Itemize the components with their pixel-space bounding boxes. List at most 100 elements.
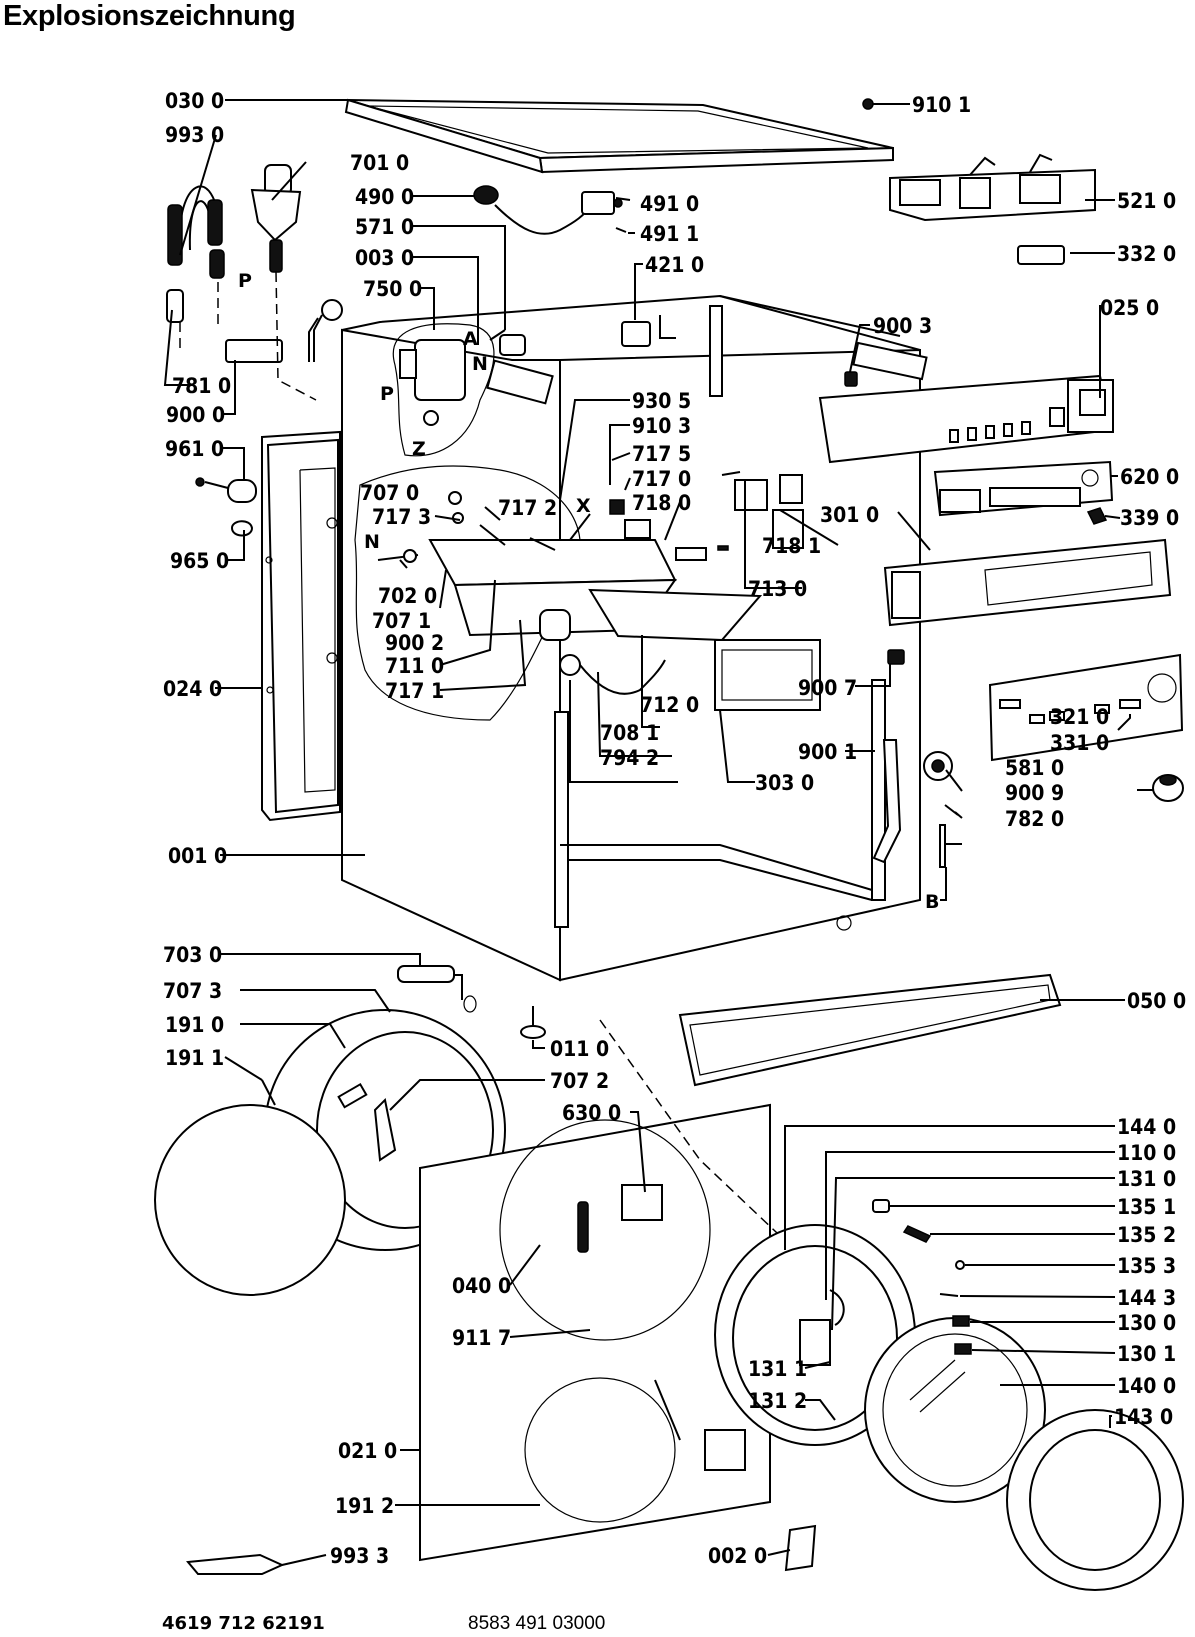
part-label-130-0: 130 0	[1117, 1311, 1176, 1335]
part-label-630-0: 630 0	[562, 1101, 621, 1125]
part-label-712-0: 712 0	[640, 693, 699, 717]
part-label-191-2: 191 2	[335, 1494, 394, 1518]
front-panel	[419, 1019, 1081, 1562]
pressure-switch	[923, 751, 959, 868]
door-ring	[714, 1224, 916, 1446]
part-label-620-0: 620 0	[1120, 465, 1179, 489]
part-label-900-0: 900 0	[166, 403, 225, 427]
part-label-961-0: 961 0	[165, 437, 224, 461]
part-label-707-0: 707 0	[360, 481, 419, 505]
part-label-144-0: 144 0	[1117, 1115, 1176, 1139]
marker-p-upper: P	[238, 270, 252, 292]
part-label-717-5: 717 5	[632, 442, 691, 466]
part-label-135-3: 135 3	[1117, 1254, 1176, 1278]
interference-parts	[721, 471, 804, 549]
part-label-702-0: 702 0	[378, 584, 437, 608]
program-knob	[1152, 774, 1184, 802]
part-label-781-0: 781 0	[172, 374, 231, 398]
part-label-421-0: 421 0	[645, 253, 704, 277]
part-label-965-0: 965 0	[170, 549, 229, 573]
part-339-0	[1086, 507, 1108, 525]
part-label-303-0: 303 0	[755, 771, 814, 795]
part-label-191-0: 191 0	[165, 1013, 224, 1037]
door-lock-wiring	[473, 185, 627, 235]
part-label-131-0: 131 0	[1117, 1167, 1176, 1191]
marker-a: A	[463, 328, 478, 350]
part-label-130-1: 130 1	[1117, 1342, 1176, 1366]
marker-letters: P P A N N Z X B	[238, 270, 939, 913]
part-label-993-0: 993 0	[165, 123, 224, 147]
part-label-491-0: 491 0	[640, 192, 699, 216]
part-label-900-2: 900 2	[385, 631, 444, 655]
part-label-110-0: 110 0	[1117, 1141, 1176, 1165]
part-label-707-2: 707 2	[550, 1069, 609, 1093]
part-label-910-1: 910 1	[912, 93, 971, 117]
part-label-711-0: 711 0	[385, 654, 444, 678]
marker-n-left: N	[364, 531, 380, 553]
part-label-002-0: 002 0	[708, 1544, 767, 1568]
part-label-571-0: 571 0	[355, 215, 414, 239]
part-label-900-9: 900 9	[1005, 781, 1064, 805]
part-label-030-0: 030 0	[165, 89, 224, 113]
control-fascia	[988, 653, 1184, 762]
part-label-135-1: 135 1	[1117, 1195, 1176, 1219]
part-label-717-2: 717 2	[498, 496, 557, 520]
part-label-707-3: 707 3	[163, 979, 222, 1003]
part-label-717-3: 717 3	[372, 505, 431, 529]
part-label-331-0: 331 0	[1050, 731, 1109, 755]
part-label-900-7: 900 7	[798, 676, 857, 700]
part-label-135-2: 135 2	[1117, 1223, 1176, 1247]
capacitor	[1017, 245, 1065, 265]
part-label-521-0: 521 0	[1117, 189, 1176, 213]
part-label-001-0: 001 0	[168, 844, 227, 868]
door-outer-ring	[1006, 1409, 1184, 1591]
part-label-339-0: 339 0	[1120, 506, 1179, 530]
door-hardware	[872, 1199, 972, 1355]
part-label-040-0: 040 0	[452, 1274, 511, 1298]
clip-900-3	[844, 371, 858, 387]
control-bracket	[889, 153, 1096, 222]
marker-n-top: N	[472, 353, 488, 375]
part-label-713-0: 713 0	[748, 577, 807, 601]
part-label-131-2: 131 2	[748, 1389, 807, 1413]
screw-910-1	[862, 98, 893, 110]
inlet-valve	[250, 164, 317, 401]
part-label-718-1: 718 1	[762, 534, 821, 558]
part-label-718-0: 718 0	[632, 491, 691, 515]
part-label-703-0: 703 0	[163, 943, 222, 967]
marker-b: B	[925, 891, 939, 913]
footer-left-code: 4619 712 62191	[162, 1613, 325, 1634]
part-label-930-5: 930 5	[632, 389, 691, 413]
control-panel-frame	[883, 538, 1172, 627]
part-label-701-0: 701 0	[350, 151, 409, 175]
part-label-794-2: 794 2	[600, 746, 659, 770]
clip-900-7	[887, 649, 905, 665]
part-label-911-7: 911 7	[452, 1326, 511, 1350]
electronic-module	[933, 460, 1114, 517]
marker-z: Z	[412, 438, 426, 460]
part-label-321-0: 321 0	[1050, 705, 1109, 729]
accessories	[186, 1524, 817, 1575]
part-label-140-0: 140 0	[1117, 1374, 1176, 1398]
part-label-782-0: 782 0	[1005, 807, 1064, 831]
part-label-144-3: 144 3	[1117, 1286, 1176, 1310]
side-panel	[261, 430, 341, 822]
plinth	[678, 973, 1062, 1087]
marker-p-lower: P	[380, 383, 394, 405]
leader-lines	[163, 99, 1153, 1566]
part-label-011-0: 011 0	[550, 1037, 609, 1061]
part-label-900-3: 900 3	[873, 314, 932, 338]
part-label-021-0: 021 0	[338, 1439, 397, 1463]
worktop-lid	[344, 98, 894, 174]
page-title: Explosionszeichnung	[3, 0, 296, 32]
part-label-750-0: 750 0	[363, 277, 422, 301]
strip-900-1	[872, 739, 902, 864]
part-label-143-0: 143 0	[1114, 1405, 1173, 1429]
door-hinge-pin	[195, 477, 257, 537]
part-label-301-0: 301 0	[820, 503, 879, 527]
part-label-191-1: 191 1	[165, 1046, 224, 1070]
part-label-717-1: 717 1	[385, 679, 444, 703]
detergent-drawer-assembly	[354, 465, 821, 721]
part-label-025-0: 025 0	[1100, 296, 1159, 320]
